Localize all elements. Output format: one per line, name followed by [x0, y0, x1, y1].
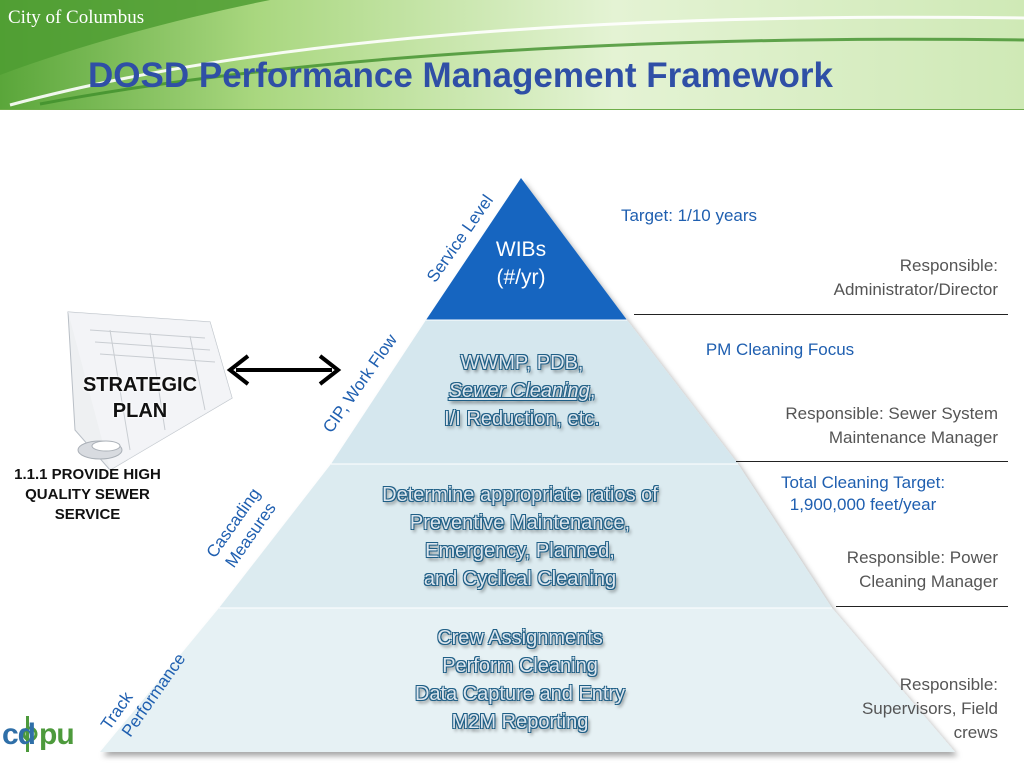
header-banner: [0, 0, 1024, 110]
tier-3-text: Determine appropriate ratios of Preventi…: [382, 484, 658, 590]
divider-1: [634, 314, 1008, 315]
pyramid-tier-3: [219, 464, 832, 608]
pyramid-tier-2: [331, 320, 738, 464]
target-3: Total Cleaning Target: 1,900,000 feet/ye…: [780, 473, 946, 514]
page-title: DOSD Performance Management Framework: [88, 56, 833, 95]
divider-2: [736, 461, 1008, 462]
target-1: Target: 1/10 years: [620, 206, 758, 225]
responsible-1: Responsible: Administrator/Director: [833, 256, 998, 299]
tier-4-text: Crew Assignments Perform Cleaning Data C…: [414, 627, 626, 733]
double-arrow-icon: [226, 354, 342, 386]
target-2: PM Cleaning Focus: [705, 340, 855, 359]
responsible-4: Responsible: Supervisors, Field crews: [861, 675, 998, 742]
cdpu-logo: [22, 716, 38, 752]
org-name: City of Columbus: [8, 7, 145, 28]
tier-2-text: WWMP, PDB, Sewer Cleaning, I/I Reduction…: [444, 352, 600, 430]
pyramid-tier-1: [426, 178, 627, 320]
divider-3: [836, 606, 1008, 607]
responsible-3: Responsible: Power Cleaning Manager: [846, 548, 998, 591]
strategic-plan-label: STRATEGIC PLAN: [82, 374, 198, 422]
responsible-2: Responsible: Sewer System Maintenance Ma…: [785, 404, 998, 447]
strategic-goal-text: 1.1.1 PROVIDE HIGH QUALITY SEWER SERVICE: [14, 466, 161, 523]
tier-1-text: WIBs (#/yr): [495, 238, 547, 289]
strategic-plan-document-icon: [67, 311, 233, 471]
pyramid-tier-4: [100, 608, 955, 752]
